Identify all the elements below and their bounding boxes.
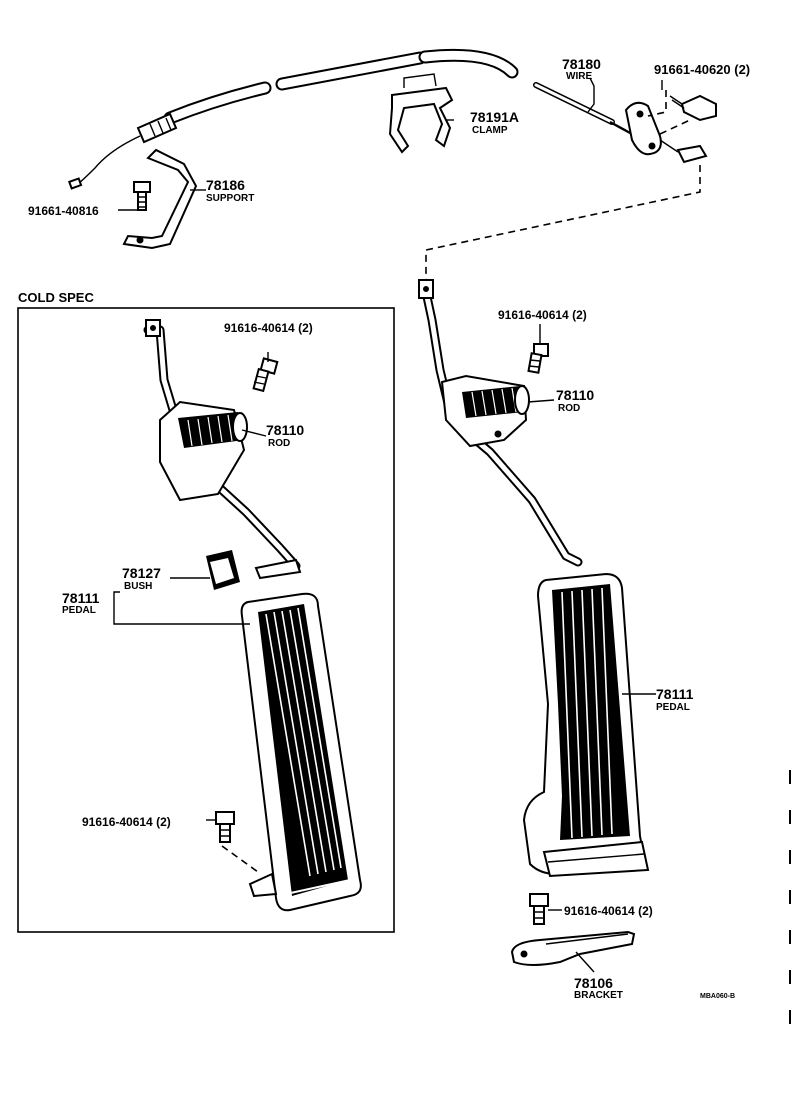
bracket-icon [510, 930, 636, 966]
callout-rod-std: 78110 ROD [556, 387, 594, 414]
callout-clamp-number: 78191A [470, 109, 519, 125]
callout-bracket-number: 78106 [574, 975, 613, 991]
diagram-reference-code: MBA060-B [700, 993, 735, 1000]
screw-support-icon [133, 181, 151, 211]
callout-pedal-cold: 78111 PEDAL [62, 590, 100, 616]
callout-bush: 78127 BUSH [122, 565, 161, 592]
callout-support: 78186 SUPPORT [206, 177, 254, 204]
callout-rod-cold: 78110 ROD [266, 422, 304, 449]
accelerator-cable [67, 48, 519, 190]
bolt-cold-bottom-icon [215, 811, 235, 843]
standard-pedal [522, 572, 650, 878]
callout-screw-top-number: 91661-40620 (2) [654, 62, 750, 77]
callout-pedal-std-name: PEDAL [656, 702, 690, 713]
screw-top-icon [669, 94, 717, 122]
callout-support-number: 78186 [206, 177, 245, 193]
callout-bolt-cold-top-number: 91616-40614 (2) [224, 321, 313, 335]
connection-dashed-line [425, 165, 701, 280]
callout-wire-name: WIRE [566, 71, 592, 82]
cold-spec-frame [17, 307, 395, 933]
callout-bush-number: 78127 [122, 565, 161, 581]
callout-pedal-cold-name: PEDAL [62, 605, 96, 616]
callout-bolt-std-bottom-number: 91616-40614 (2) [564, 904, 653, 918]
callout-screw-support-number: 91661-40816 [28, 204, 99, 218]
callout-bush-name: BUSH [124, 581, 152, 592]
bolt-std-bottom-icon [529, 893, 549, 925]
bolt-std-top-icon [527, 343, 549, 374]
callout-rod-cold-number: 78110 [266, 422, 304, 438]
callout-support-name: SUPPORT [206, 193, 254, 204]
wire-end-fitting [659, 139, 708, 164]
callout-bolt-std-top-number: 91616-40614 (2) [498, 308, 587, 322]
callout-bolt-cold-bottom-number: 91616-40614 (2) [82, 815, 171, 829]
callout-bracket-name: BRACKET [574, 990, 623, 1001]
callout-rod-std-name: ROD [558, 403, 580, 414]
wire-icon [533, 82, 633, 136]
bush-icon [206, 550, 240, 590]
support-bracket [122, 148, 198, 250]
callout-pedal-cold-number: 78111 [62, 590, 100, 606]
callout-pedal-std: 78111 PEDAL [656, 686, 694, 713]
bolt-cold-top-icon [252, 357, 279, 393]
cold-spec-label: COLD SPEC [18, 290, 94, 305]
callout-rod-cold-name: ROD [268, 438, 290, 449]
cold-spec-rod-assembly [143, 319, 302, 580]
callout-rod-std-number: 78110 [556, 387, 594, 403]
clamp-icon [388, 73, 454, 154]
callout-wire-number: 78180 [562, 56, 601, 72]
standard-rod-assembly [418, 279, 583, 567]
callout-clamp: 78191A CLAMP [470, 109, 519, 136]
callout-bracket: 78106 BRACKET [574, 975, 623, 1001]
leader-lines [113, 77, 663, 973]
wire-mount-plate [624, 101, 662, 156]
cold-spec-pedal [240, 592, 362, 912]
callout-clamp-name: CLAMP [472, 125, 508, 136]
callout-pedal-std-number: 78111 [656, 686, 694, 702]
callout-wire: 78180 WIRE [562, 56, 601, 82]
